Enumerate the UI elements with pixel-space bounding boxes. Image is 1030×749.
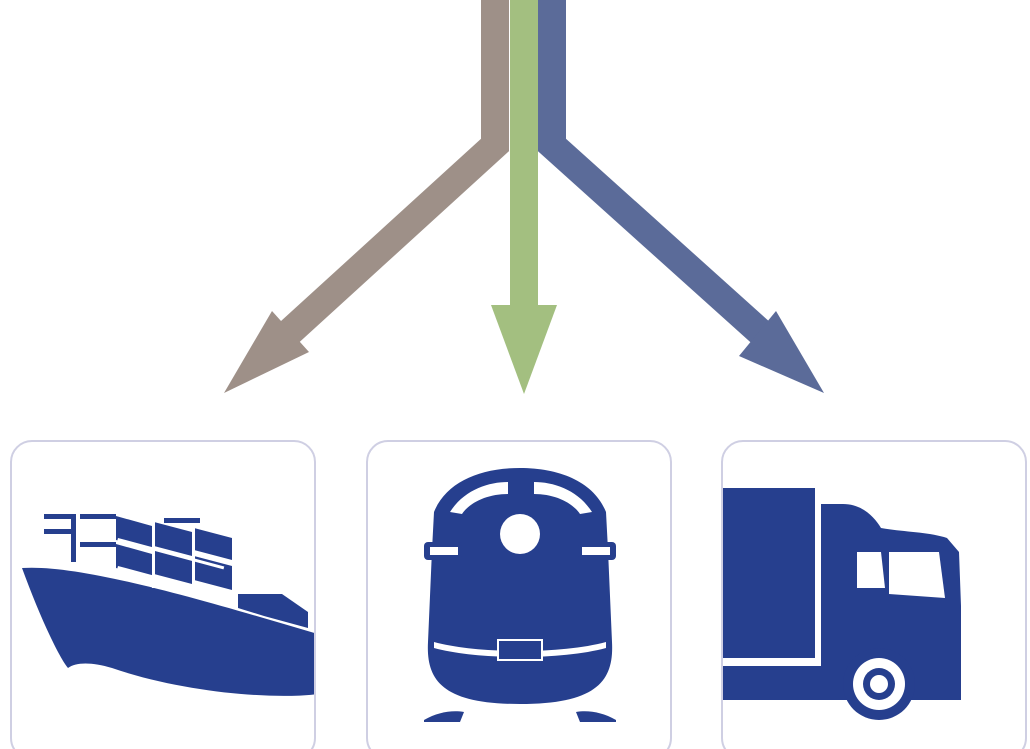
arrow-to-ship — [224, 0, 509, 393]
truck-icon — [723, 488, 961, 720]
truck-card — [721, 440, 1027, 749]
train-card — [366, 440, 672, 749]
cargo-ship-icon — [22, 514, 314, 696]
branching-arrows — [224, 0, 824, 394]
train-icon — [424, 468, 616, 722]
ship-card — [10, 440, 316, 749]
arrow-to-truck — [538, 0, 824, 393]
arrow-to-train — [491, 0, 557, 394]
coupler — [497, 639, 543, 661]
